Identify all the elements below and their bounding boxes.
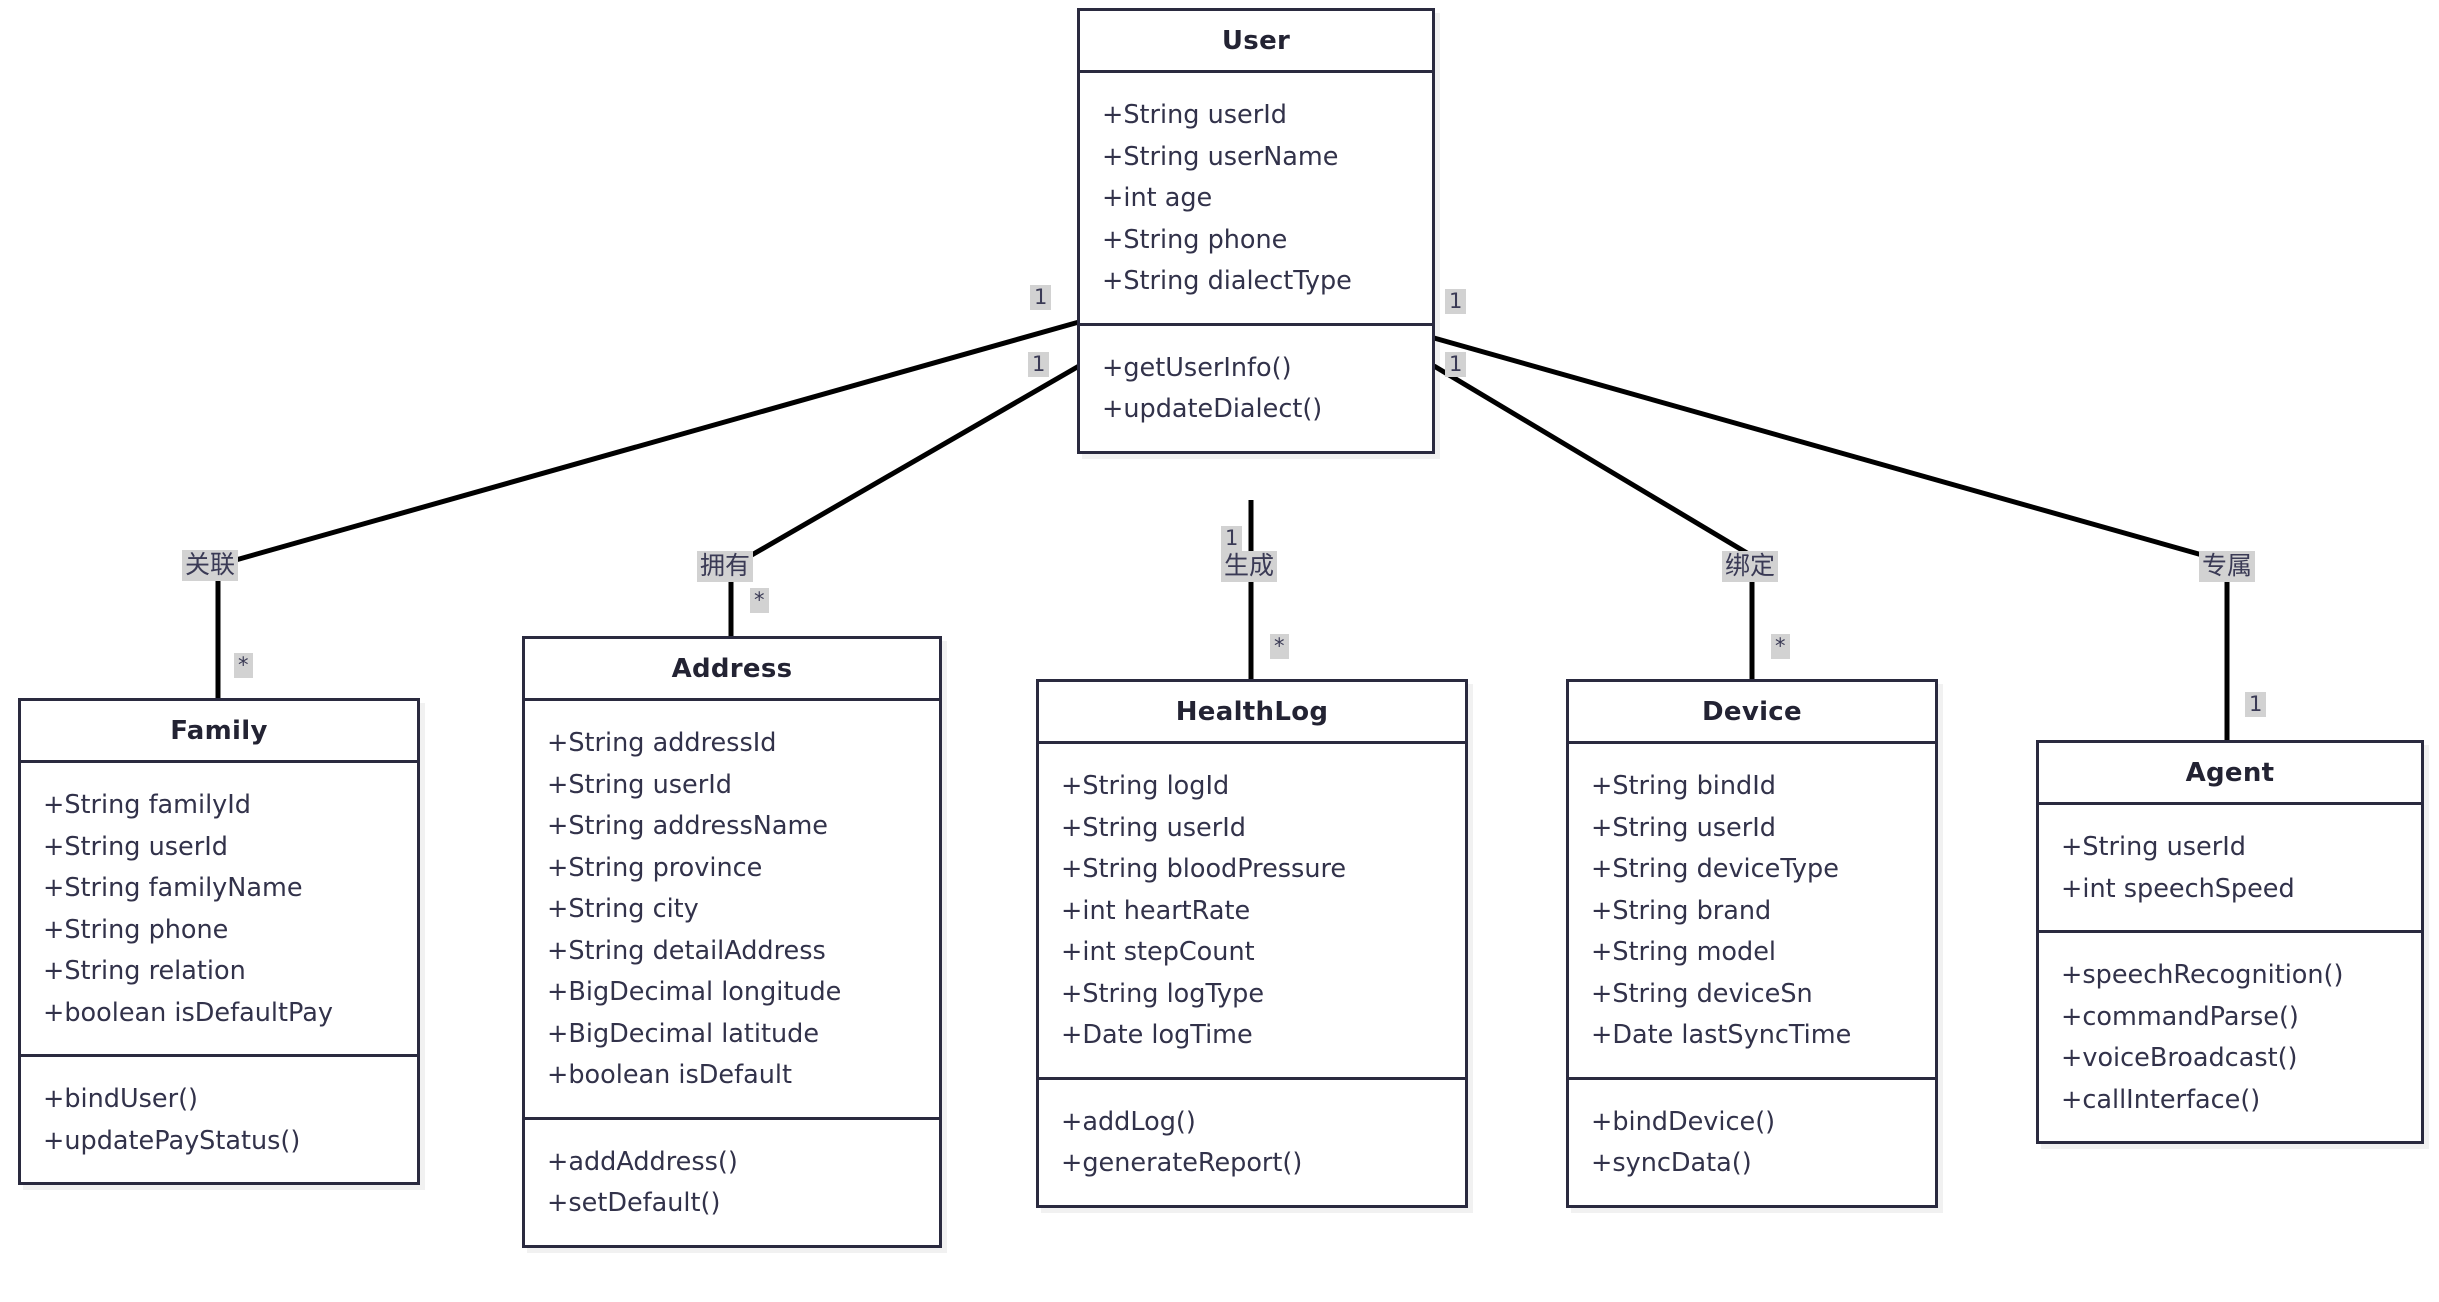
class-member: +String familyName: [43, 873, 303, 903]
class-attributes-family: +String familyId +String userId +String …: [21, 763, 417, 1054]
class-member: +String province: [547, 852, 763, 883]
edge-multiplicity-user-agent-target: 1: [2245, 692, 2267, 718]
edge-label-user-agent: 专属: [2199, 551, 2256, 582]
class-member: +String deviceSn: [1591, 978, 1813, 1009]
class-member: +int stepCount: [1061, 937, 1255, 967]
class-methods-device: +bindDevice() +syncData(): [1569, 1076, 1935, 1205]
class-methods-user: +getUserInfo() +updateDialect(): [1080, 322, 1432, 451]
class-member: +voiceBroadcast(): [2061, 1043, 2298, 1073]
uml-class-healthlog[interactable]: HealthLog +String logId +String userId +…: [1036, 679, 1468, 1208]
class-methods-family: +bindUser() +updatePayStatus(): [21, 1054, 417, 1182]
class-member: +addAddress(): [547, 1146, 738, 1177]
class-attributes-healthlog: +String logId +String userId +String blo…: [1039, 744, 1465, 1077]
class-attributes-agent: +String userId +int speechSpeed: [2039, 805, 2421, 930]
class-member: +Date lastSyncTime: [1591, 1020, 1852, 1050]
edge-label-user-address: 拥有: [697, 551, 754, 582]
class-methods-address: +addAddress() +setDefault(): [525, 1116, 939, 1245]
class-attributes-user: +String userId +String userName +int age…: [1080, 73, 1432, 323]
class-member: +updateDialect(): [1102, 394, 1323, 424]
class-member: +boolean isDefaultPay: [43, 997, 333, 1028]
class-member: +int heartRate: [1061, 895, 1251, 926]
edge-multiplicity-user-family-target: *: [234, 653, 253, 679]
class-member: +String userId: [1061, 812, 1246, 843]
class-member: +Date logTime: [1061, 1020, 1253, 1050]
class-member: +int age: [1102, 183, 1213, 213]
class-member: +boolean isDefault: [547, 1060, 792, 1090]
class-member: +bindDevice(): [1591, 1106, 1776, 1137]
class-member: +String bloodPressure: [1061, 854, 1347, 884]
class-member: +speechRecognition(): [2061, 960, 2344, 990]
class-member: +String city: [547, 894, 699, 924]
edge-user-address: [728, 363, 1081, 638]
class-member: +int speechSpeed: [2061, 873, 2295, 904]
class-member: +String phone: [43, 914, 229, 945]
class-member: +String model: [1591, 937, 1776, 967]
edge-multiplicity-user-healthlog-source: 1: [1221, 526, 1243, 552]
uml-class-family[interactable]: Family +String familyId +String userId +…: [18, 698, 420, 1185]
class-member: +bindUser(): [43, 1084, 199, 1114]
class-member: +String detailAddress: [547, 935, 826, 966]
class-member: +String userId: [43, 831, 228, 862]
class-member: +String dialectType: [1102, 266, 1352, 296]
class-member: +generateReport(): [1061, 1148, 1303, 1178]
edge-multiplicity-user-address-target: *: [750, 588, 769, 614]
class-title-agent: Agent: [2039, 743, 2421, 805]
class-member: +syncData(): [1591, 1148, 1752, 1178]
class-member: +commandParse(): [2061, 1001, 2299, 1032]
class-attributes-address: +String addressId +String userId +String…: [525, 701, 939, 1117]
class-attributes-device: +String bindId +String userId +String de…: [1569, 744, 1935, 1077]
class-methods-healthlog: +addLog() +generateReport(): [1039, 1076, 1465, 1205]
class-title-family: Family: [21, 701, 417, 763]
class-title-healthlog: HealthLog: [1039, 682, 1465, 744]
class-member: +String userName: [1102, 141, 1339, 172]
edge-multiplicity-user-address-source: 1: [1028, 352, 1050, 378]
class-member: +String relation: [43, 956, 246, 986]
class-member: +String deviceType: [1591, 854, 1839, 884]
class-member: +BigDecimal longitude: [547, 977, 842, 1007]
class-member: +updatePayStatus(): [43, 1125, 301, 1156]
edge-multiplicity-user-device-source: 1: [1445, 352, 1467, 378]
class-title-user: User: [1080, 11, 1432, 73]
class-member: +String userId: [1102, 100, 1287, 130]
class-member: +String bindId: [1591, 771, 1776, 801]
edge-user-device: [1432, 363, 1755, 690]
class-title-device: Device: [1569, 682, 1935, 744]
class-member: +String userId: [1591, 812, 1776, 843]
class-member: +setDefault(): [547, 1188, 721, 1218]
class-member: +String addressName: [547, 811, 828, 841]
class-member: +String userId: [547, 769, 732, 800]
class-member: +getUserInfo(): [1102, 352, 1292, 383]
class-member: +String familyId: [43, 790, 251, 820]
class-methods-agent: +speechRecognition() +commandParse() +vo…: [2039, 930, 2421, 1141]
uml-class-user[interactable]: User +String userId +String userName +in…: [1077, 8, 1435, 454]
class-member: +callInterface(): [2061, 1084, 2261, 1115]
uml-class-address[interactable]: Address +String addressId +String userId…: [522, 636, 942, 1248]
class-member: +String logId: [1061, 771, 1230, 801]
edge-label-user-family: 关联: [182, 550, 239, 581]
class-member: +String brand: [1591, 895, 1772, 926]
edge-multiplicity-user-healthlog-target: *: [1270, 634, 1289, 660]
class-title-address: Address: [525, 639, 939, 701]
class-member: +String logType: [1061, 978, 1265, 1009]
uml-class-device[interactable]: Device +String bindId +String userId +St…: [1566, 679, 1938, 1208]
uml-class-agent[interactable]: Agent +String userId +int speechSpeed +s…: [2036, 740, 2424, 1144]
edge-multiplicity-user-family-source: 1: [1030, 285, 1052, 311]
class-member: +BigDecimal latitude: [547, 1018, 820, 1049]
class-member: +String addressId: [547, 728, 777, 758]
edge-multiplicity-user-device-target: *: [1771, 634, 1790, 660]
edge-label-user-healthlog: 生成: [1221, 551, 1278, 582]
edge-label-user-device: 绑定: [1722, 551, 1779, 582]
class-member: +String phone: [1102, 224, 1288, 255]
class-member: +addLog(): [1061, 1106, 1196, 1137]
class-member: +String userId: [2061, 832, 2246, 862]
edge-multiplicity-user-agent-source: 1: [1445, 289, 1467, 315]
